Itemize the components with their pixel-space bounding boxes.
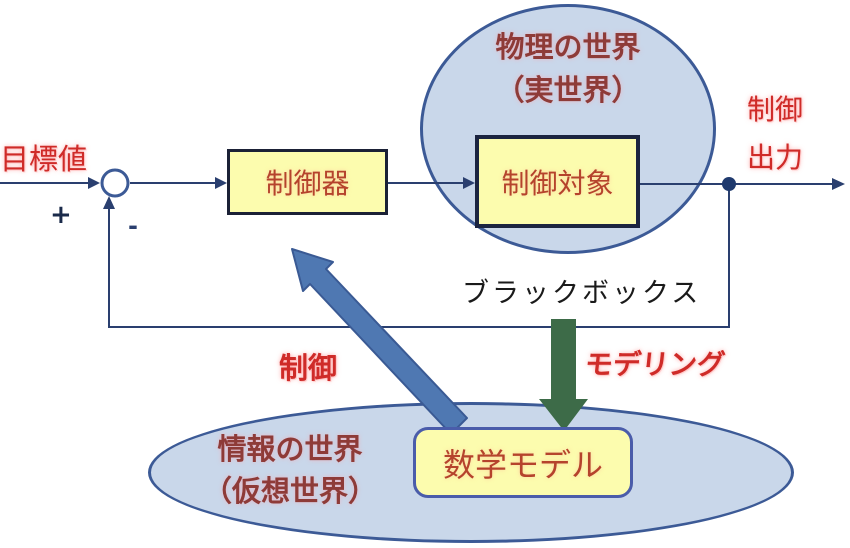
feedback-line [103, 190, 730, 328]
plant-block: 制御対象 [475, 135, 640, 228]
actuation-arrow [388, 177, 475, 189]
control-arrow-label: 制御 [279, 351, 338, 385]
error-arrow [130, 177, 227, 189]
plus-sign: + [50, 200, 72, 230]
control-arrow [291, 248, 468, 435]
information-world-line2: （仮想世界） [202, 474, 377, 508]
branch-dot [722, 177, 736, 191]
information-world-line1: 情報の世界 [217, 432, 363, 466]
control-output-label: 制御 出力 [747, 86, 803, 182]
physical-world-label: 物理の世界 （実世界） [420, 26, 716, 112]
modeling-arrow [539, 319, 588, 431]
summing-junction [100, 168, 130, 198]
control-output-line1: 制御 [747, 93, 804, 126]
modeling-arrow-label: モデリング [583, 348, 727, 381]
plant-label: 制御対象 [501, 166, 614, 200]
math-model-label: 数学モデル [442, 445, 603, 484]
controller-label: 制御器 [265, 167, 350, 200]
target-value-label: 目標値 [0, 142, 88, 176]
input-arrow [0, 177, 100, 189]
minus-sign: - [128, 212, 138, 240]
physical-world-line1: 物理の世界 [495, 30, 641, 64]
information-world-label: 情報の世界 （仮想世界） [165, 428, 415, 512]
physical-world-line2: （実世界） [495, 73, 641, 107]
black-box-label: ブラックボックス [462, 278, 702, 309]
controller-block: 制御器 [227, 149, 388, 215]
math-model-block: 数学モデル [413, 427, 633, 498]
output-arrow [640, 178, 845, 190]
control-output-line2: 出力 [747, 141, 804, 174]
